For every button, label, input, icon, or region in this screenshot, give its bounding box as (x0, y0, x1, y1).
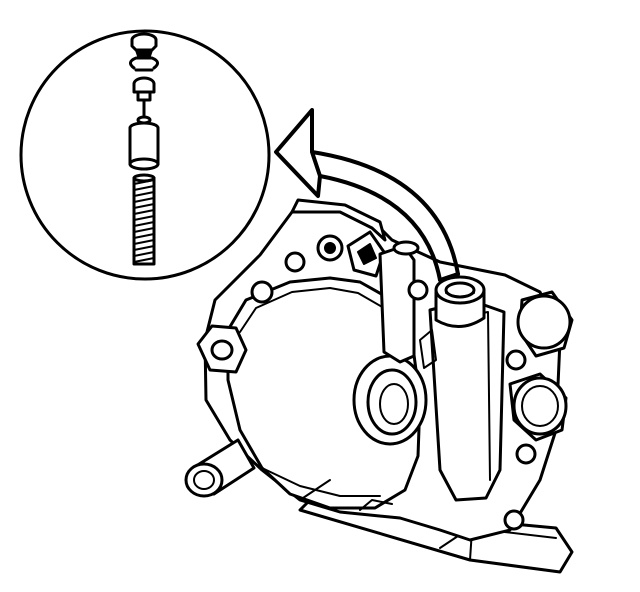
housing-right-channel (428, 298, 506, 502)
left-ear-hole (210, 339, 234, 361)
housing-cover-plate (226, 276, 422, 510)
bolt-hole-right-1 (505, 349, 527, 371)
spring-guide (128, 121, 160, 171)
bolt-hole-right-2 (515, 443, 537, 465)
arrow-head (274, 108, 322, 198)
curved-arrow (274, 108, 460, 282)
detail-view-circle (19, 29, 271, 281)
top-lug-hole (284, 251, 306, 273)
right-lower-boss (508, 372, 568, 442)
snap-ring (129, 56, 159, 72)
housing-top-rib (290, 198, 387, 242)
relief-valve-spring (132, 173, 156, 266)
relief-valve-cap (130, 32, 158, 57)
relief-valve-bore (434, 275, 486, 328)
outlet-tube (184, 438, 256, 498)
oil-pump-housing (184, 198, 574, 574)
bolt-hole-right-3 (503, 509, 525, 531)
bolt-hole-top-right (407, 279, 429, 301)
crankshaft-bore (352, 354, 428, 446)
right-upper-boss (516, 290, 574, 358)
valve-plunger (132, 76, 156, 125)
upper-lug-hole (250, 280, 274, 304)
housing-vertical-rib (378, 244, 416, 364)
